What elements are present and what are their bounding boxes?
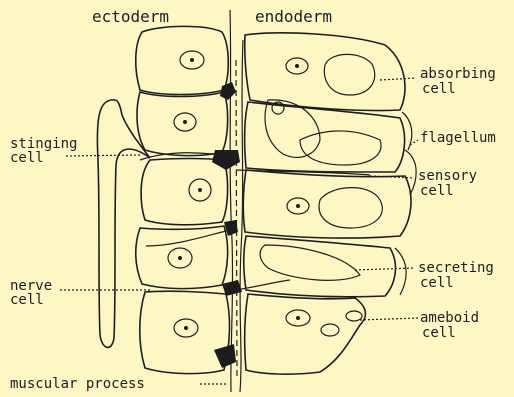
label-ameboid-cell: cell [422, 325, 456, 341]
label-secreting-cell: cell [420, 275, 454, 291]
mesoglea-layer [230, 10, 243, 392]
label-nerve-cell: cell [10, 292, 44, 308]
label-absorbing: absorbing [420, 66, 496, 82]
label-stinging-cell: cell [10, 150, 44, 166]
label-sensory-cell: cell [420, 183, 454, 199]
endoderm-header: endoderm [255, 7, 332, 26]
label-muscular-process: muscular process [10, 376, 145, 392]
label-secreting: secreting [418, 260, 494, 276]
label-absorbing-cell: cell [422, 81, 456, 97]
ectoderm-header: ectoderm [92, 7, 169, 26]
label-flagellum: flagellum [420, 130, 496, 146]
endoderm-cells [243, 33, 411, 374]
ectoderm-cells [136, 26, 230, 373]
label-ameboid: ameboid [420, 310, 479, 326]
label-sensory: sensory [418, 168, 477, 184]
